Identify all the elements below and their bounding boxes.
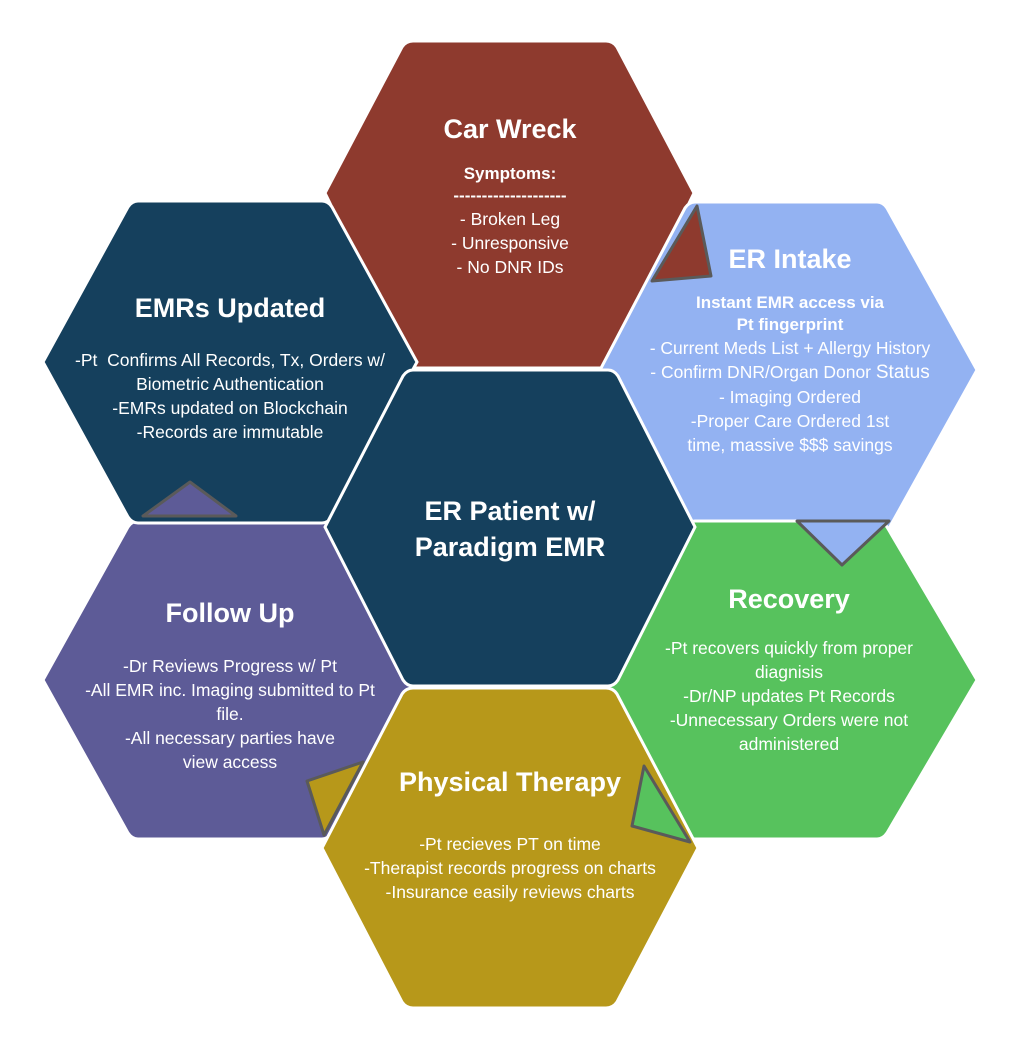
emrs-updated-line: -EMRs updated on Blockchain	[112, 398, 348, 418]
er-intake-line: - Confirm DNR/Organ Donor Status	[608, 360, 972, 385]
arrow-recovery-to-physical-therapy	[630, 764, 692, 844]
follow-up-line: view access	[182, 752, 278, 772]
center-title-line: Paradigm EMR	[414, 532, 606, 562]
arrow-car-wreck-to-er-intake	[650, 204, 713, 283]
follow-up-line: -All EMR inc. Imaging submitted to Pt	[85, 680, 375, 700]
car-wreck-text: Car Wreck Symptoms: --------------------…	[360, 113, 660, 279]
car-wreck-subtitle: Symptoms:	[463, 164, 557, 183]
physical-therapy-line: -Therapist records progress on charts	[364, 858, 656, 878]
hex-emrs-updated	[41, 199, 419, 525]
physical-therapy-line: -Pt recieves PT on time	[419, 834, 601, 854]
recovery-line: -Dr/NP updates Pt Records	[683, 686, 895, 706]
center-title-line: ER Patient w/	[424, 496, 596, 526]
hex-center	[323, 368, 697, 688]
recovery-line: -Unnecessary Orders were not	[669, 710, 909, 730]
emrs-updated-line: Biometric Authentication	[136, 374, 324, 394]
hex-physical-therapy	[320, 686, 700, 1010]
emrs-updated-text: EMRs Updated -Pt Confirms All Records, T…	[45, 292, 415, 444]
follow-up-title: Follow Up	[165, 598, 295, 628]
physical-therapy-title: Physical Therapy	[398, 767, 622, 797]
recovery-line: administered	[738, 734, 840, 754]
recovery-title: Recovery	[728, 584, 850, 614]
recovery-line: -Pt recovers quickly from proper	[665, 638, 913, 658]
er-intake-line: -Proper Care Ordered 1st	[690, 411, 890, 431]
physical-therapy-line: -Insurance easily reviews charts	[385, 882, 635, 902]
emrs-updated-line: -Pt Confirms All Records, Tx, Orders w/	[75, 350, 385, 370]
er-intake-line-text: - Confirm DNR/Organ Donor	[650, 362, 876, 382]
center-text: ER Patient w/ Paradigm EMR	[360, 493, 660, 565]
emrs-updated-line: -Records are immutable	[136, 422, 324, 442]
car-wreck-line: - Broken Leg	[459, 209, 561, 229]
car-wreck-title: Car Wreck	[443, 114, 577, 144]
er-intake-line: - Current Meds List + Allergy History	[649, 338, 931, 358]
car-wreck-line: - Unresponsive	[451, 233, 569, 253]
arrow-follow-up-to-emrs-updated	[141, 480, 238, 518]
car-wreck-line: - No DNR IDs	[456, 257, 564, 277]
follow-up-text: Follow Up -Dr Reviews Progress w/ Pt -Al…	[48, 597, 412, 774]
er-intake-subtitle: Pt fingerprint	[736, 315, 844, 334]
follow-up-line: -Dr Reviews Progress w/ Pt	[123, 656, 337, 676]
er-intake-text: ER Intake Instant EMR access via Pt fing…	[608, 243, 972, 457]
recovery-text: Recovery -Pt recovers quickly from prope…	[606, 583, 972, 756]
car-wreck-divider: --------------------	[453, 186, 567, 205]
er-intake-status-word: Status	[875, 362, 930, 383]
recovery-line: diagnisis	[754, 662, 824, 682]
arrow-er-intake-to-recovery	[795, 519, 891, 567]
er-intake-line: time, massive $$$ savings	[687, 435, 893, 455]
er-intake-line: - Imaging Ordered	[718, 387, 861, 407]
er-intake-title: ER Intake	[728, 244, 852, 274]
follow-up-line: -All necessary parties have	[124, 728, 336, 748]
physical-therapy-text: Physical Therapy -Pt recieves PT on time…	[330, 766, 690, 904]
follow-up-line: file.	[216, 704, 244, 724]
emrs-updated-title: EMRs Updated	[134, 293, 326, 323]
er-intake-subtitle: Instant EMR access via	[695, 293, 885, 312]
arrow-physical-therapy-to-follow-up	[305, 760, 365, 837]
